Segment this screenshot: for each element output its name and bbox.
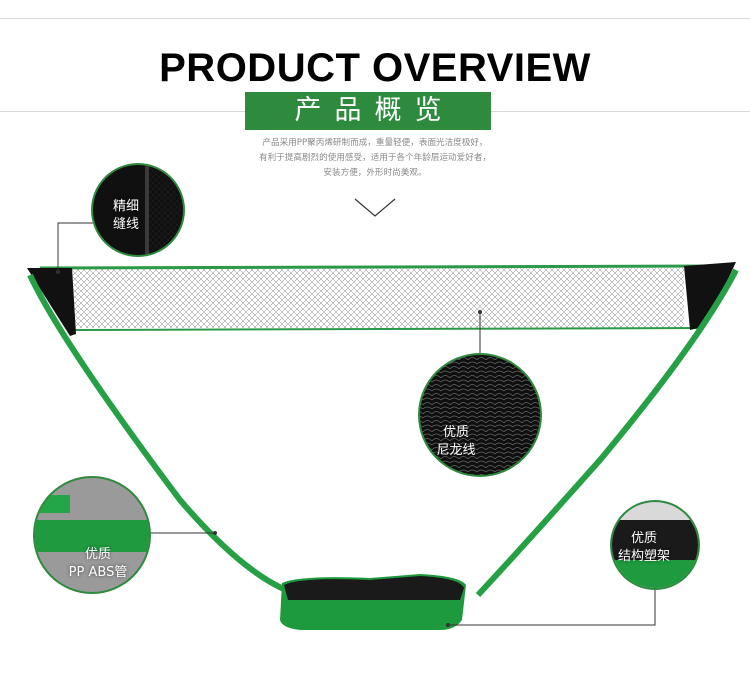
net-top-band — [39, 264, 721, 270]
top-divider — [0, 18, 750, 19]
net-left-sleeve — [27, 268, 76, 336]
leader-stitching — [57, 222, 96, 272]
callout-label-base: 优质 结构塑架 — [617, 531, 670, 564]
description-line: 安装方便，外形时尚美观。 — [323, 168, 427, 178]
callout-label-tube: 优质 PP ABS管 — [68, 547, 128, 580]
callout-label-nylon: 优质 尼龙线 — [436, 425, 476, 458]
description-line: 产品采用PP聚丙烯研制而成，重量轻便，表面光洁度极好， — [262, 138, 488, 148]
left-pole — [27, 273, 288, 593]
description-line: 有利于提高剧烈的使用感受，适用于各个年龄层运动爱好者， — [258, 153, 492, 163]
right-pole — [475, 268, 739, 598]
callout-nylon — [418, 353, 542, 477]
callout-base — [610, 500, 700, 590]
callout-label-stitching: 精细 缝线 — [112, 199, 139, 232]
net-right-sleeve — [684, 262, 736, 330]
callout-stitching — [91, 163, 185, 257]
net-mesh — [72, 268, 684, 328]
section-banner: 产品概览 — [245, 92, 491, 130]
net-bottom-band — [69, 327, 701, 331]
leader-base — [448, 588, 656, 626]
product-description: 产品采用PP聚丙烯研制而成，重量轻便，表面光洁度极好， 有利于提高剧烈的使用感受… — [230, 136, 520, 181]
page-title: PRODUCT OVERVIEW — [159, 46, 591, 90]
chevron-down-icon — [354, 198, 396, 217]
